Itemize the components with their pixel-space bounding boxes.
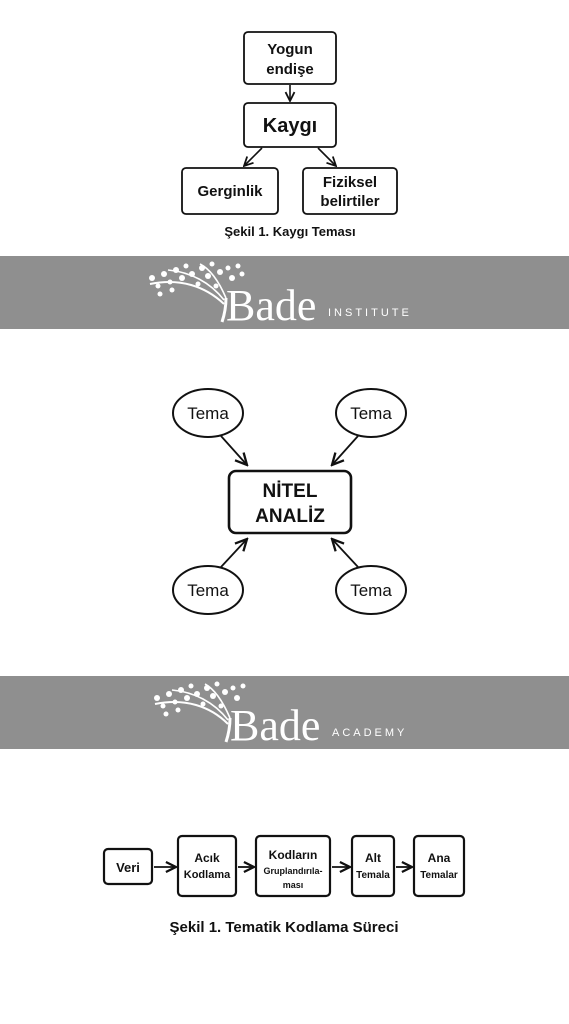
figure-nitel-analiz-diagram: Tema Tema Tema Tema NİTEL ANALİZ [172, 388, 407, 615]
node-gerginlik-label: Gerginlik [197, 183, 263, 200]
step-box-alt-temala [350, 834, 396, 898]
tema-bubble-top-right [335, 388, 407, 438]
node-fiziksel-line2: belirtiler [320, 193, 379, 210]
step-box-ana-temalar [412, 834, 466, 898]
figure-kaygi-diagram: Yogun endişe Kaygı Gerginlik Fiziksel be… [181, 31, 398, 239]
tema-bubble-bottom-left [172, 565, 244, 615]
nitel-analiz-box [227, 469, 353, 535]
figure3-caption: Şekil 1. Tematik Kodlama Süreci [170, 919, 399, 936]
step-ana-line2: Temalar [420, 870, 458, 881]
arrow-tema-top-left [220, 435, 247, 465]
node-kaygi [243, 102, 337, 148]
tree-logo-icon [154, 681, 246, 743]
nitel-analiz-line2: ANALİZ [255, 506, 325, 527]
brand-suffix: ACADEMY [332, 727, 407, 739]
arrow-tema-top-right [332, 435, 359, 465]
figure-tematik-kodlama-diagram: Veri Acık Kodlama Kodların Gruplandırıla… [102, 834, 466, 936]
node-fiziksel-belirtiler [302, 167, 398, 215]
node-fiziksel-line1: Fiziksel [323, 174, 377, 191]
step-alt-line2: Temala [356, 870, 390, 881]
node-yogun-endise-line2: endişe [266, 61, 314, 78]
tema-label-bottom-right: Tema [350, 581, 392, 600]
tree-logo-icon [149, 261, 245, 323]
step-box-kodlarin-gruplandirilmasi [254, 834, 332, 898]
brand-name: Bade [226, 281, 316, 329]
node-yogun-endise [243, 31, 337, 85]
tema-bubble-bottom-right [335, 565, 407, 615]
step-veri-label: Veri [116, 860, 140, 875]
brand-suffix: INSTITUTE [328, 307, 412, 319]
step-acik-line1: Acık [194, 851, 220, 865]
arrow-kaygi-to-fiziksel [317, 147, 336, 166]
step-box-acik-kodlama [176, 834, 238, 898]
arrow-kaygi-to-gerginlik [244, 147, 263, 166]
step-box-veri [102, 847, 154, 886]
node-yogun-endise-line1: Yogun [267, 41, 313, 58]
step-kodlarin-line3: ması [283, 880, 304, 890]
tema-label-top-left: Tema [187, 404, 229, 423]
banner-bade-institute: Bade INSTITUTE [0, 256, 569, 329]
tema-bubble-top-left [172, 388, 244, 438]
figure1-caption: Şekil 1. Kaygı Teması [224, 224, 355, 239]
tema-label-top-right: Tema [350, 404, 392, 423]
step-kodlarin-line1: Kodların [269, 848, 318, 862]
banner-bade-academy: Bade ACADEMY [0, 676, 569, 749]
step-alt-line1: Alt [365, 851, 381, 865]
brand-name: Bade [230, 701, 320, 749]
tema-label-bottom-left: Tema [187, 581, 229, 600]
node-gerginlik [181, 167, 279, 215]
arrow-tema-bottom-left [220, 539, 247, 568]
step-ana-line1: Ana [428, 851, 451, 865]
step-acik-line2: Kodlama [184, 869, 231, 881]
arrow-tema-bottom-right [332, 539, 359, 568]
step-kodlarin-line2: Gruplandırıla- [263, 866, 322, 876]
node-kaygi-label: Kaygı [263, 115, 317, 137]
nitel-analiz-line1: NİTEL [263, 481, 318, 502]
